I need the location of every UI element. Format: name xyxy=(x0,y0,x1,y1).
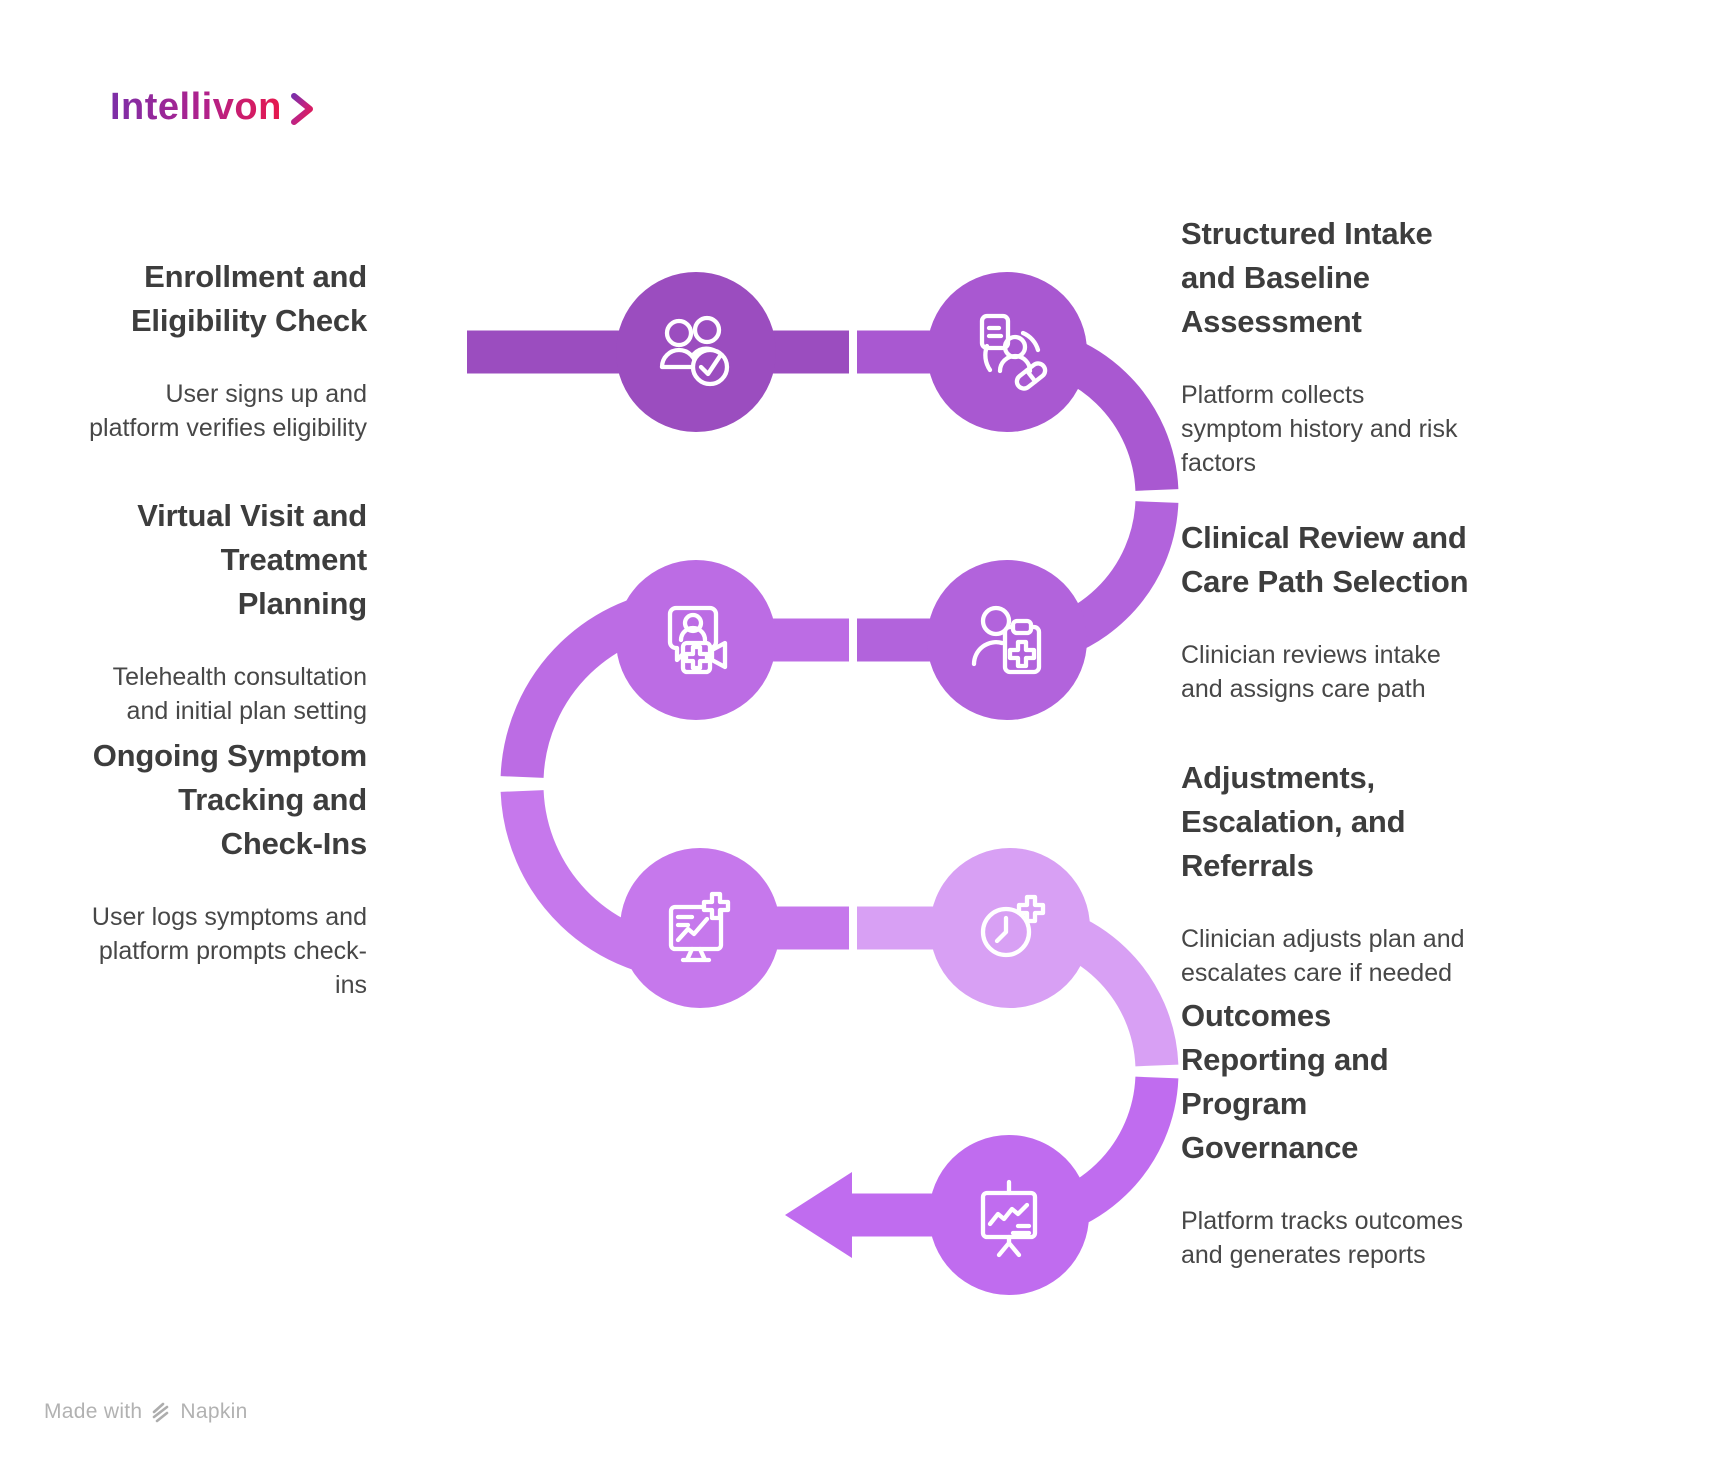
stage-description: Clinician adjusts plan and escalates car… xyxy=(1181,925,1465,987)
stage-description: Platform tracks outcomes and generates r… xyxy=(1181,1207,1464,1269)
logo-chevron-icon xyxy=(290,93,313,125)
stage-description: Clinician reviews intake and assigns car… xyxy=(1181,641,1441,703)
stage-title: Structured Intake and Baseline Assessmen… xyxy=(1181,216,1433,339)
node-adjustments xyxy=(930,848,1090,1008)
stage-text-enrollment: Enrollment and Eligibility Check User si… xyxy=(27,237,367,463)
stage-text-structured-intake: Structured Intake and Baseline Assessmen… xyxy=(1181,194,1521,498)
stage-text-outcomes: Outcomes Reporting and Program Governanc… xyxy=(1181,976,1521,1290)
stage-description: Telehealth consultation and initial plan… xyxy=(112,663,367,725)
stage-description: User signs up and platform verifies elig… xyxy=(89,380,367,442)
presentation-chart-icon xyxy=(980,1179,1038,1258)
stage-title: Enrollment and Eligibility Check xyxy=(130,259,367,338)
stage-title: Clinical Review and Care Path Selection xyxy=(1181,520,1469,599)
stage-title: Adjustments, Escalation, and Referrals xyxy=(1181,760,1406,883)
intake-document-icon xyxy=(979,313,1048,391)
stage-text-virtual-visit: Virtual Visit and Treatment Planning Tel… xyxy=(27,476,368,746)
stage-title: Outcomes Reporting and Program Governanc… xyxy=(1181,998,1389,1165)
users-check-icon xyxy=(659,315,730,387)
flow-end-arrow-head xyxy=(785,1172,852,1258)
stage-text-adjustments: Adjustments, Escalation, and Referrals C… xyxy=(1181,738,1521,1008)
logo: Intellivon xyxy=(110,86,317,129)
clinician-clipboard-icon xyxy=(971,605,1042,675)
stage-description: User logs symptoms and platform prompts … xyxy=(91,903,367,999)
clock-plus-icon xyxy=(980,894,1046,958)
telehealth-video-icon xyxy=(667,605,728,675)
napkin-logo-icon xyxy=(153,1402,169,1423)
symptom-monitor-icon xyxy=(668,891,731,963)
stage-description: Platform collects symptom history and ri… xyxy=(1181,381,1458,477)
napkin-brand-text: Napkin xyxy=(180,1400,248,1423)
stage-title: Virtual Visit and Treatment Planning xyxy=(137,498,367,621)
node-virtual-visit xyxy=(616,560,776,720)
logo-text: Intellivon xyxy=(110,86,282,128)
made-with-text: Made with xyxy=(44,1400,143,1423)
made-with-napkin: Made with Napkin xyxy=(44,1400,248,1424)
stage-text-clinical-review: Clinical Review and Care Path Selection … xyxy=(1181,498,1521,724)
stage-text-symptom-tracking: Ongoing Symptom Tracking and Check-Ins U… xyxy=(27,716,367,1020)
stage-title: Ongoing Symptom Tracking and Check-Ins xyxy=(92,738,367,861)
